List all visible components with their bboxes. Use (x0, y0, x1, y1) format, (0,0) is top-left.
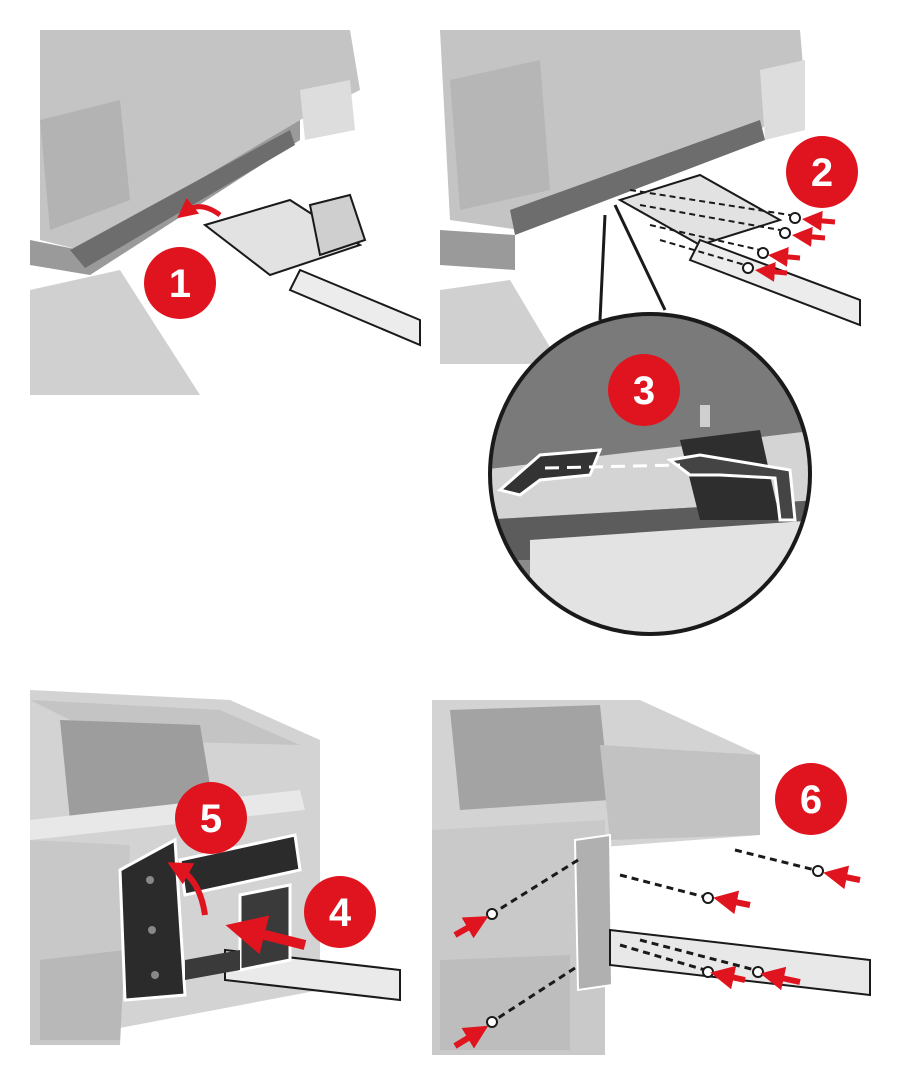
step-2-number: 2 (811, 151, 833, 195)
step-badge-icon: 3 (608, 354, 680, 426)
insert-arrow-icon (225, 915, 307, 955)
step-5-number: 5 (200, 797, 222, 841)
step-6-number: 6 (800, 778, 822, 822)
step-badge-icon: 2 (786, 136, 858, 208)
step-badge-icon: 1 (144, 247, 216, 319)
step-3-number: 3 (633, 369, 655, 413)
zoom-detail-step-3: 3 (488, 312, 812, 636)
panel-step-6: 6 (432, 690, 872, 1055)
step-badge-icon: 6 (775, 763, 847, 835)
step-4-number: 4 (329, 891, 352, 935)
step-1-number: 1 (169, 262, 191, 306)
insert-arrow-icon (177, 197, 222, 219)
screw-icon (742, 212, 801, 274)
panel-step-2: 2 (440, 30, 870, 364)
rotate-arrow-icon (167, 862, 208, 916)
panel-step-4-5: 5 4 (30, 685, 410, 1045)
step-badge-icon: 5 (175, 782, 247, 854)
step-badge-icon: 4 (304, 876, 376, 948)
panel-step-1: 1 (30, 30, 430, 396)
